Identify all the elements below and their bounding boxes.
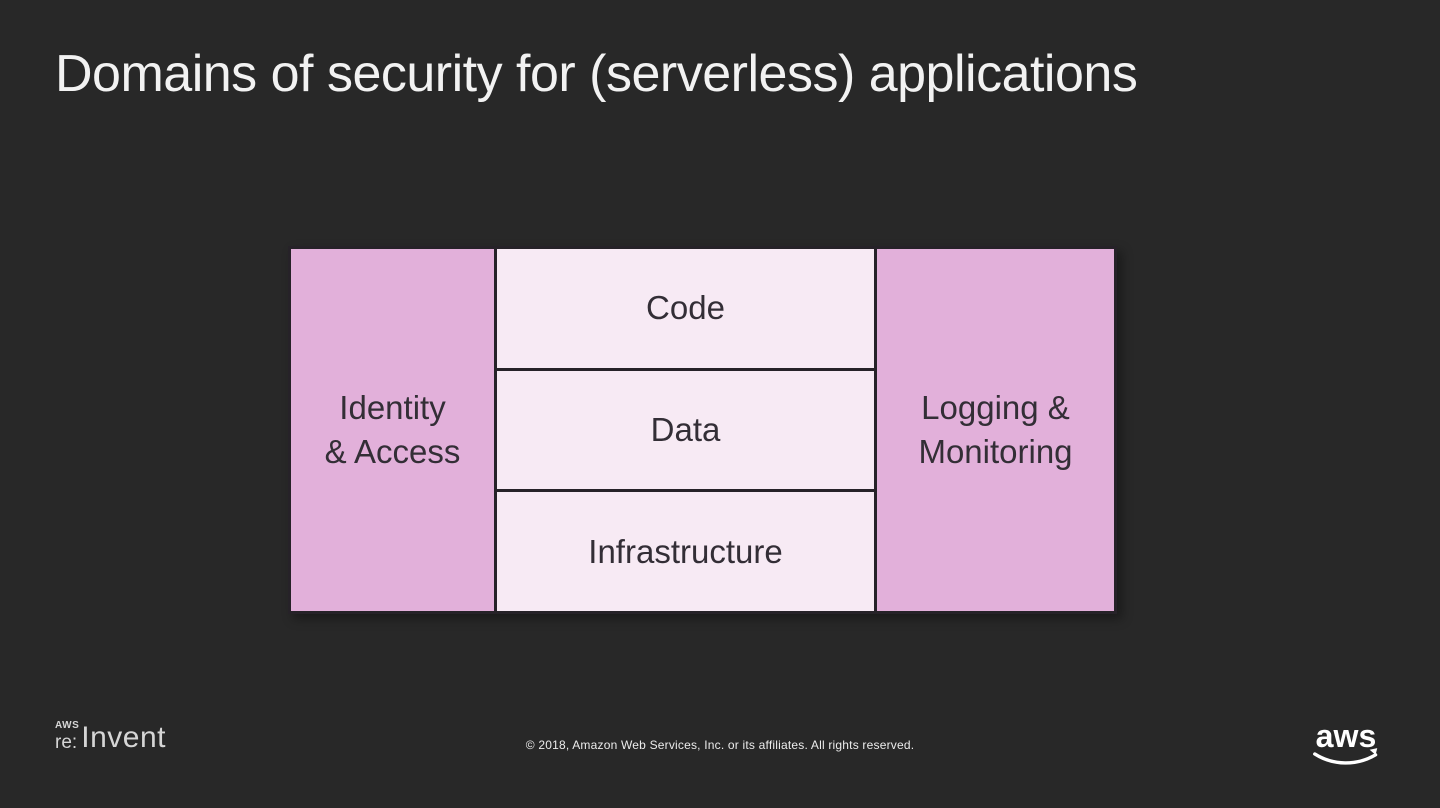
logging-monitoring-box: Logging & Monitoring <box>877 249 1114 611</box>
data-box: Data <box>497 367 874 493</box>
reinvent-invent-text: Invent <box>81 720 167 754</box>
copyright-text: © 2018, Amazon Web Services, Inc. or its… <box>525 738 915 752</box>
reinvent-re-text: re: <box>55 732 78 753</box>
aws-smile-arrowhead <box>1369 748 1378 755</box>
layers-column: Code Data Infrastructure <box>494 249 877 612</box>
aws-logo: aws <box>1313 718 1378 765</box>
security-domains-diagram: Identity & Access Code Data Infrastructu… <box>288 246 1117 614</box>
reinvent-aws-text: AWS <box>55 720 80 731</box>
reinvent-logo-left: AWS re: <box>55 720 80 753</box>
infrastructure-box: Infrastructure <box>497 492 874 612</box>
identity-access-label-line1: Identity <box>339 389 446 427</box>
code-box: Code <box>497 249 874 368</box>
slide-title: Domains of security for (serverless) app… <box>55 45 1138 103</box>
identity-access-box: Identity & Access <box>291 249 494 611</box>
reinvent-logo: AWS re: Invent <box>55 720 167 754</box>
data-label: Data <box>650 411 721 448</box>
aws-smile-curve <box>1313 752 1378 765</box>
logging-monitoring-label-line2: Monitoring <box>918 433 1073 470</box>
aws-logo-text: aws <box>1316 718 1377 754</box>
code-label: Code <box>646 289 725 327</box>
identity-access-label-line2: & Access <box>324 433 461 470</box>
logging-monitoring-label-line1: Logging & <box>921 389 1070 427</box>
infrastructure-label: Infrastructure <box>588 532 783 570</box>
